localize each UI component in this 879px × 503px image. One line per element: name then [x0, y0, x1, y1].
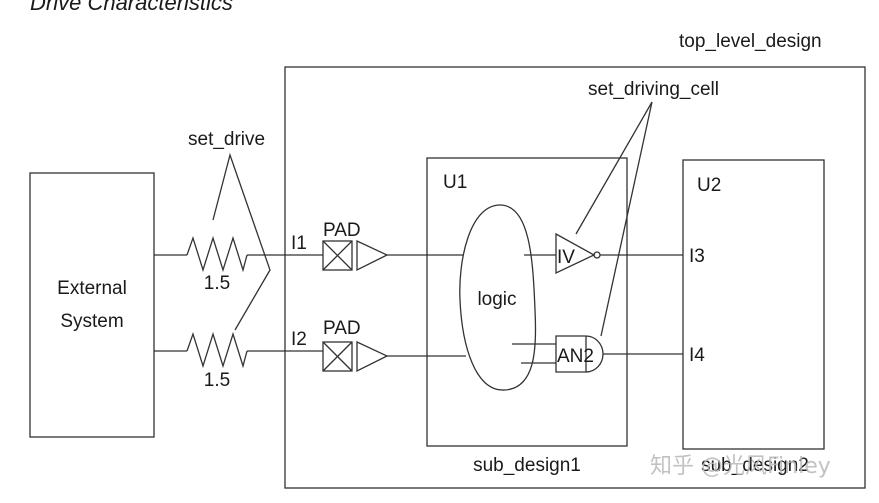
buffer-1-icon	[356, 239, 389, 272]
u1-box	[426, 157, 628, 447]
port-i3: I3	[689, 246, 705, 267]
pad-1-label: PAD	[323, 220, 361, 241]
u1-name: U1	[443, 172, 467, 193]
set-driving-cell-pointer-an2	[600, 101, 653, 337]
port-i2: I2	[291, 329, 307, 350]
u2-box	[682, 159, 825, 450]
inverter-icon	[555, 232, 596, 275]
set-drive-pointer	[212, 152, 271, 331]
resistor-1-value: 1.5	[204, 273, 230, 294]
u2-name: U2	[697, 175, 721, 196]
diagram-title: Drive Characteristics	[30, 0, 233, 15]
watermark: 知乎 @光风Finley	[650, 454, 831, 479]
buffer-2-icon	[356, 340, 389, 373]
external-system-label-line1: External	[57, 278, 127, 299]
pad-2-icon	[322, 341, 353, 372]
resistor-2	[186, 331, 248, 369]
set-drive-label: set_drive	[188, 129, 265, 150]
external-system-label-line2: System	[60, 311, 123, 332]
inverter-label: IV	[557, 247, 575, 268]
resistor-2-value: 1.5	[204, 370, 230, 391]
and-gate-label: AN2	[557, 346, 594, 367]
resistor-1	[186, 235, 248, 273]
port-i1: I1	[291, 233, 307, 254]
sub-design1-label: sub_design1	[473, 455, 581, 476]
net-1: 1.5 I1 PAD	[154, 220, 463, 294]
and-gate-icon	[555, 335, 604, 373]
set-driving-cell-pointer-iv	[575, 101, 653, 235]
port-i4: I4	[689, 345, 705, 366]
top-level-design-label: top_level_design	[679, 31, 822, 52]
top-level-design-box	[284, 66, 866, 489]
sub-design2-label: sub_design2	[701, 455, 809, 476]
set-driving-cell-label: set_driving_cell	[588, 79, 719, 100]
logic-label: logic	[477, 289, 516, 310]
pad-1-icon	[322, 240, 353, 271]
pad-2-label: PAD	[323, 318, 361, 339]
logic-blob	[459, 204, 537, 391]
external-system-box	[29, 172, 155, 438]
net-2: 1.5 I2 PAD	[154, 318, 466, 391]
